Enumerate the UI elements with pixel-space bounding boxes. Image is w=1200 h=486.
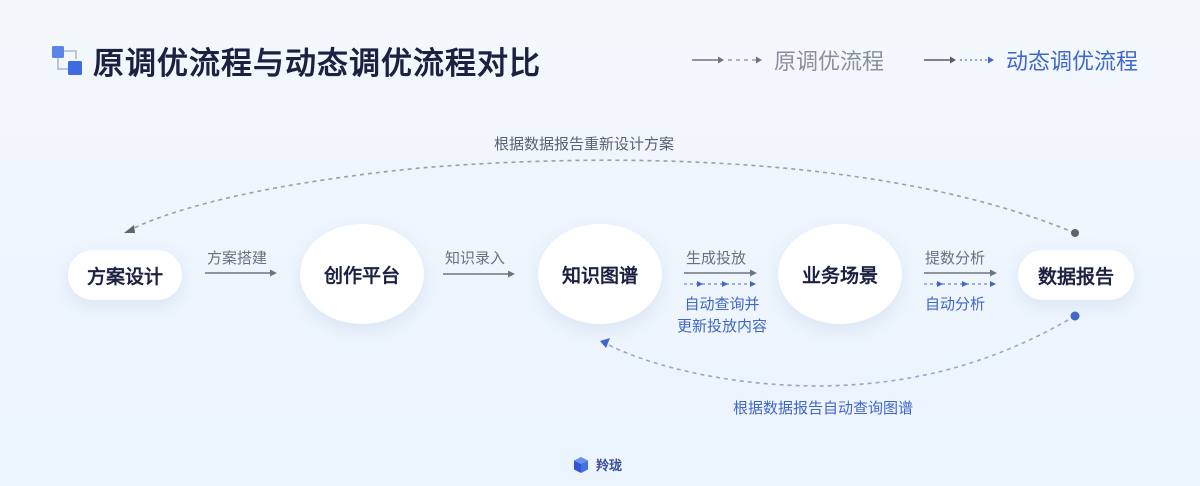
edge-label-plan-build: 方案搭建 — [207, 249, 268, 267]
node-knowledge-graph: 知识图谱 — [538, 224, 662, 324]
feedback-dynamic-label: 根据数据报告自动查询图谱 — [733, 399, 914, 417]
node-data-report: 数据报告 — [1018, 250, 1134, 300]
edge-label-auto-update-line1: 自动查询并 — [684, 295, 760, 313]
edge-label-auto-update-line2: 更新投放内容 — [676, 317, 767, 335]
feedback-original-label: 根据数据报告重新设计方案 — [494, 135, 675, 153]
node-business-scenario: 业务场景 — [778, 224, 902, 324]
node-plan-design: 方案设计 — [68, 250, 182, 300]
cube-logo-icon — [574, 456, 588, 473]
legend-dynamic-label: 动态调优流程 — [1006, 50, 1139, 75]
page-title: 原调优流程与动态调优流程对比 — [93, 46, 541, 82]
edge-label-data-analysis: 提数分析 — [925, 249, 986, 267]
brand: 羚珑 — [572, 455, 622, 474]
edge-label-auto-analysis: 自动分析 — [925, 295, 986, 313]
edge-label-generate-delivery: 生成投放 — [686, 249, 747, 267]
node-label: 业务场景 — [801, 264, 878, 287]
node-label: 数据报告 — [1037, 265, 1114, 288]
edge-label-auto-update: 自动查询并 更新投放内容 — [668, 293, 776, 337]
gray-arrow-icon — [692, 56, 762, 64]
node-creation-platform: 创作平台 — [300, 224, 424, 324]
flow-blocks-icon — [52, 46, 82, 75]
blue-arrow-icon — [924, 56, 994, 64]
brand-name: 羚珑 — [596, 459, 623, 474]
legend-dynamic-flow: 动态调优流程 — [922, 44, 1138, 76]
node-label: 知识图谱 — [561, 264, 638, 287]
node-label: 创作平台 — [323, 264, 400, 287]
legend-original-flow: 原调优流程 — [690, 44, 884, 76]
legend-original-label: 原调优流程 — [774, 50, 885, 75]
node-label: 方案设计 — [86, 265, 163, 288]
edge-label-knowledge-entry: 知识录入 — [445, 249, 506, 267]
